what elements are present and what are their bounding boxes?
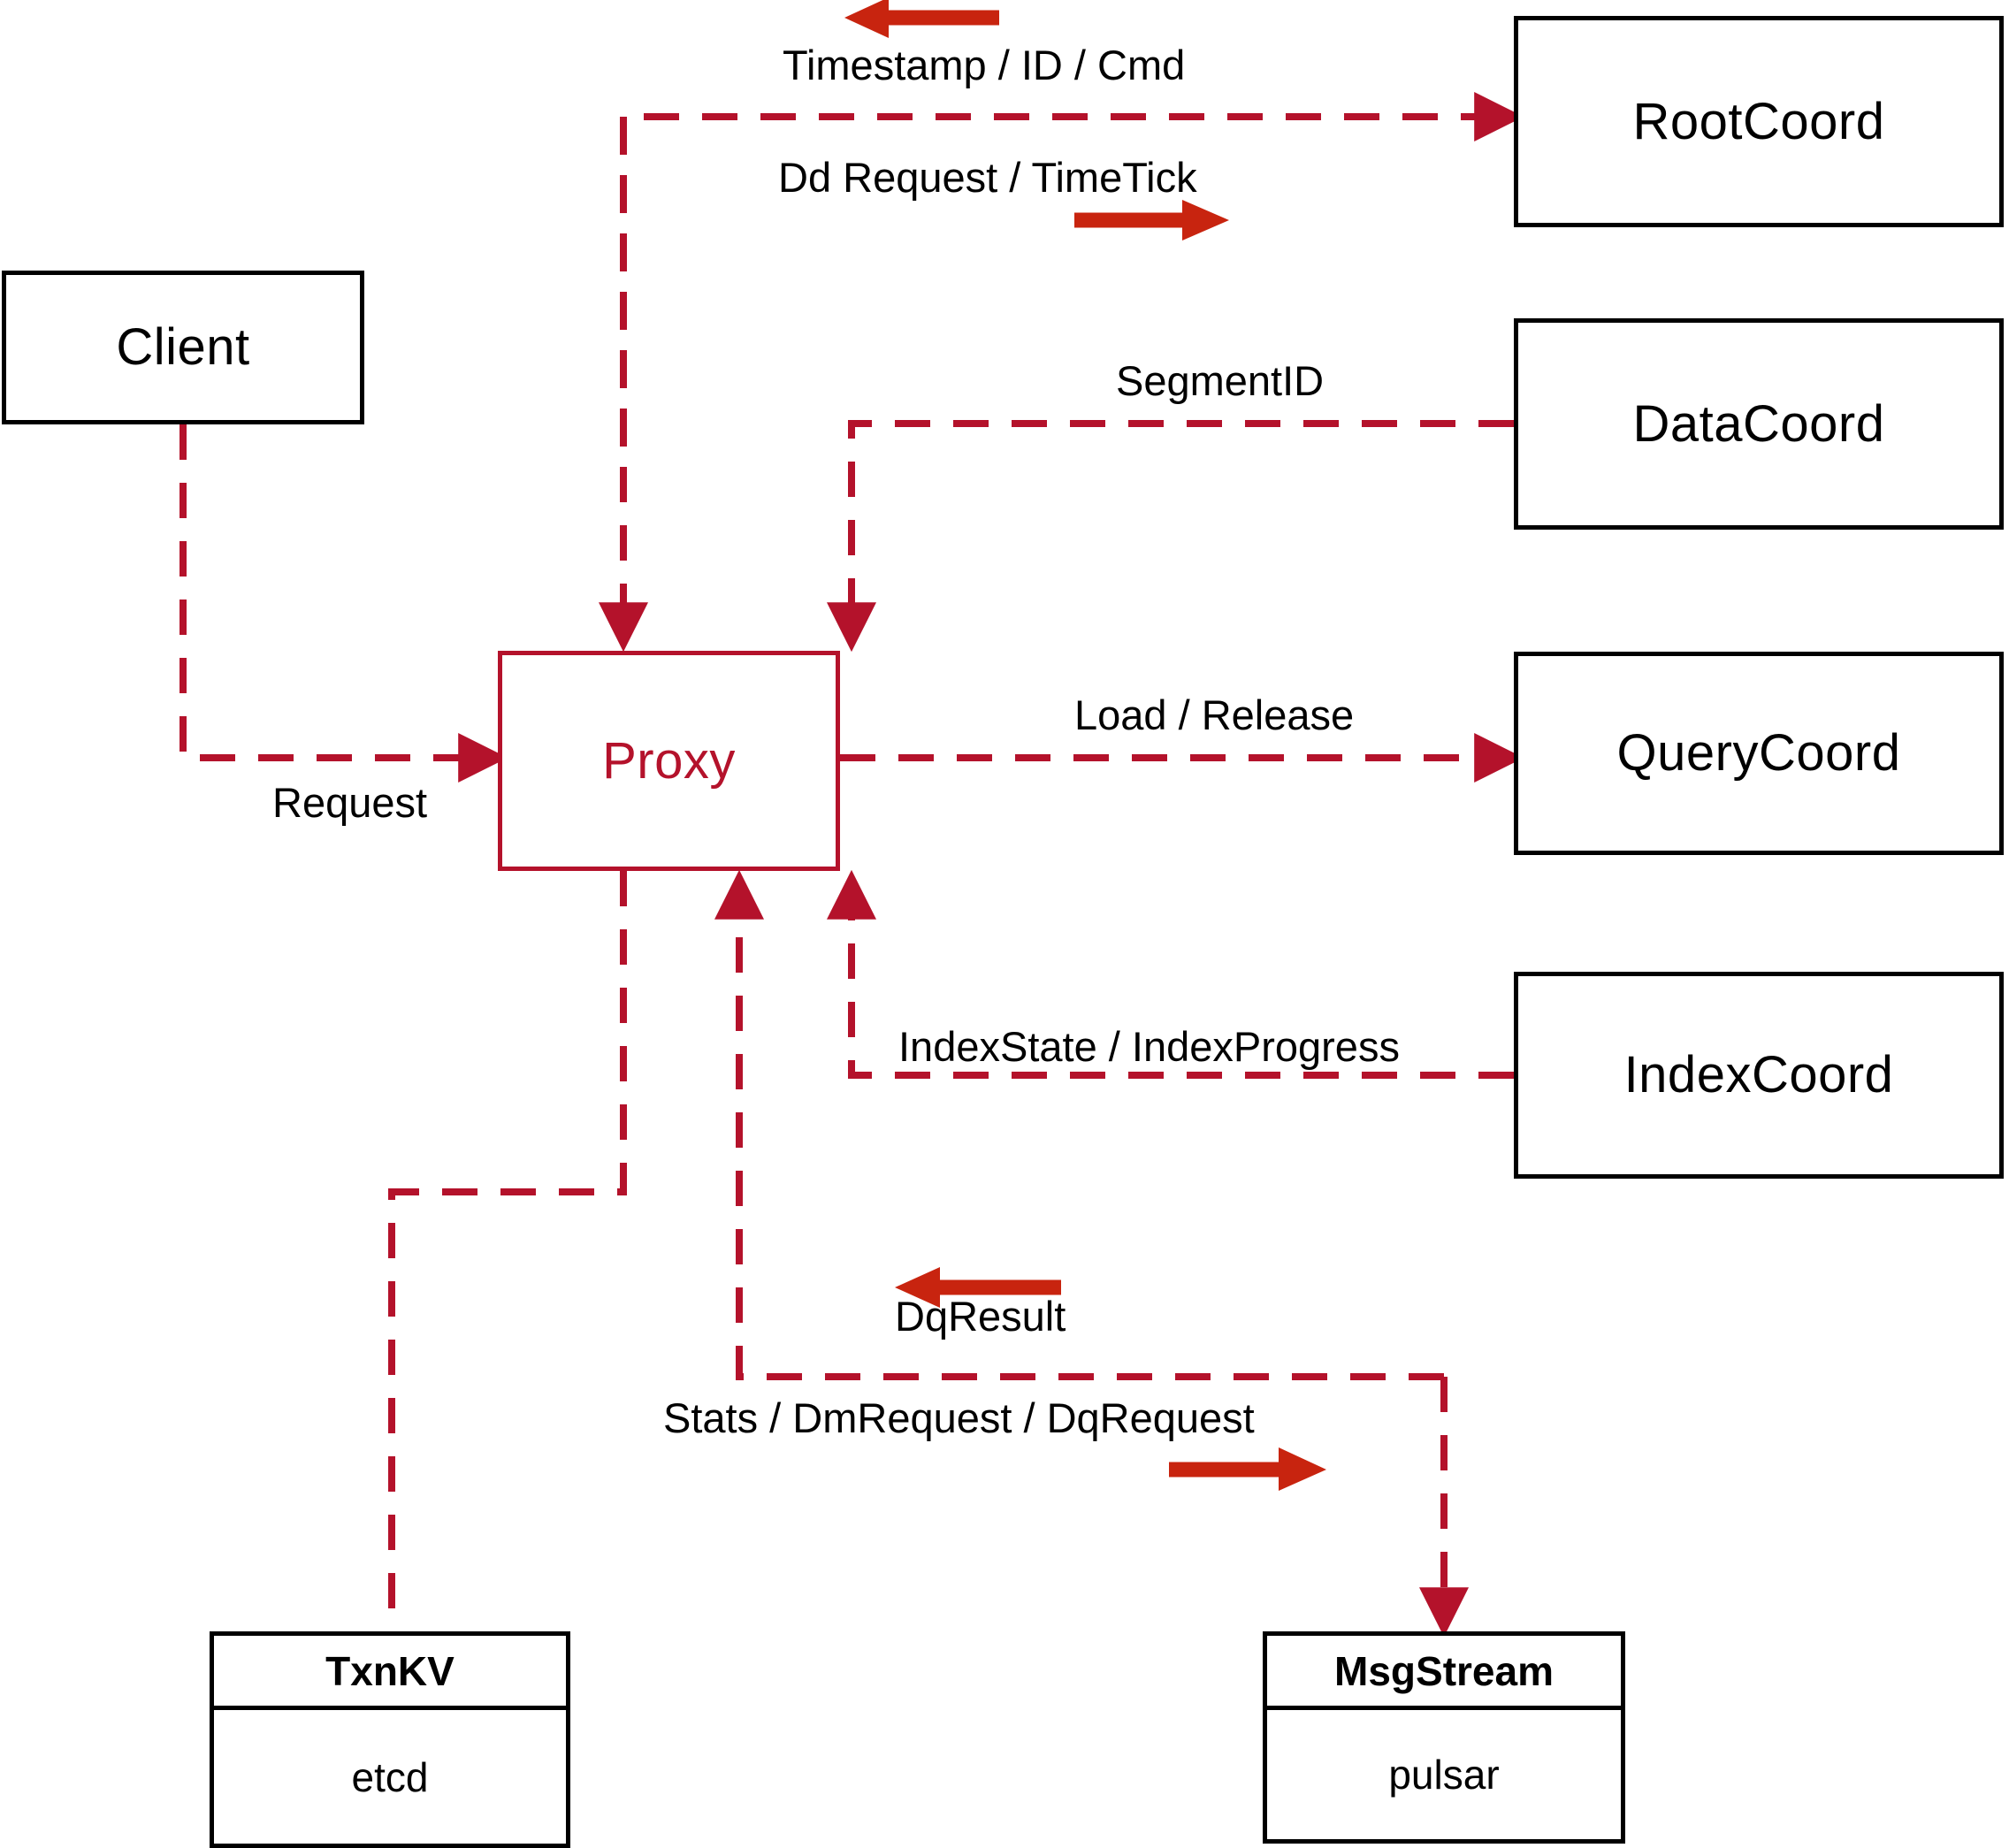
node-msgstream-body: pulsar	[1388, 1752, 1500, 1798]
node-msgstream-title: MsgStream	[1267, 1636, 1621, 1710]
edge-label-request: Request	[272, 779, 428, 826]
node-rootcoord-label: RootCoord	[1632, 92, 1885, 150]
edge-datacoord-to-proxy	[827, 420, 1514, 653]
node-msgstream[interactable]: MsgStream pulsar	[1263, 1631, 1625, 1844]
edge-label-stats-dm-dq-request: Stats / DmRequest / DqRequest	[663, 1394, 1255, 1441]
node-datacoord[interactable]: DataCoord	[1514, 318, 2004, 530]
direction-arrow-timestamp-id-cmd	[844, 0, 999, 38]
node-querycoord-label: QueryCoord	[1616, 724, 1901, 782]
edge-label-load-release: Load / Release	[1074, 691, 1355, 738]
node-indexcoord[interactable]: IndexCoord	[1514, 972, 2004, 1179]
node-indexcoord-label: IndexCoord	[1623, 1046, 1894, 1103]
edge-proxy-to-txnkv	[388, 871, 627, 1631]
node-client[interactable]: Client	[2, 271, 364, 424]
edge-label-dqresult: DqResult	[895, 1293, 1066, 1340]
direction-arrow-stats-dm-dq-request	[1169, 1447, 1326, 1491]
node-client-label: Client	[116, 318, 250, 376]
edge-label-timestamp-id-cmd: Timestamp / ID / Cmd	[783, 42, 1186, 88]
node-proxy[interactable]: Proxy	[498, 651, 840, 871]
node-proxy-label: Proxy	[602, 731, 736, 790]
edge-label-segmentid: SegmentID	[1116, 357, 1325, 404]
edge-label-index-state-progress: IndexState / IndexProgress	[898, 1023, 1400, 1070]
node-datacoord-label: DataCoord	[1632, 394, 1885, 453]
direction-arrow-dd-request-timetick	[1074, 200, 1229, 241]
edge-msgstream-to-proxy	[714, 869, 1444, 1380]
edge-label-dd-request-timetick: Dd Request / TimeTick	[778, 154, 1197, 201]
node-txnkv-title: TxnKV	[214, 1636, 566, 1710]
node-querycoord[interactable]: QueryCoord	[1514, 652, 2004, 855]
node-txnkv-body: etcd	[351, 1753, 429, 1800]
node-rootcoord[interactable]: RootCoord	[1514, 16, 2004, 227]
node-txnkv[interactable]: TxnKV etcd	[210, 1631, 570, 1848]
edge-client-to-proxy	[180, 424, 508, 783]
